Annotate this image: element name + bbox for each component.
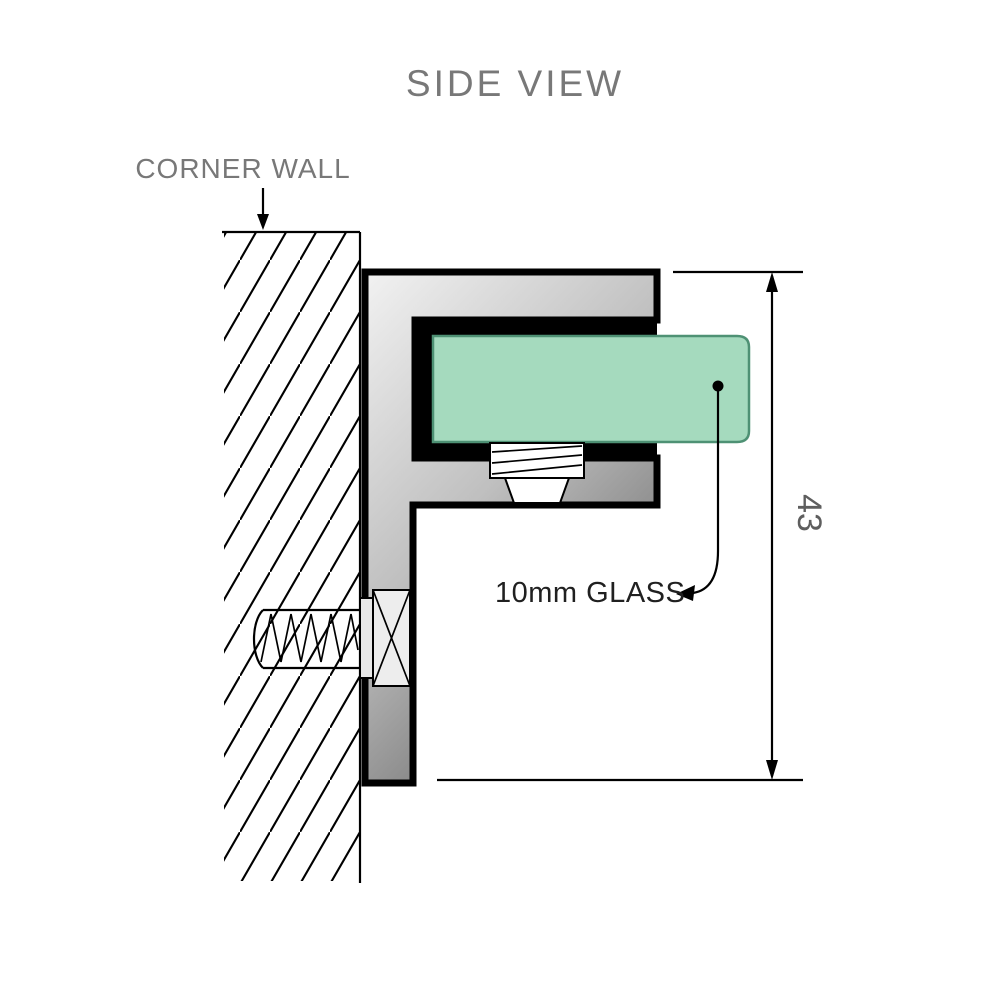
dimension-value: 43 [790,494,828,532]
screw-washer [359,597,374,679]
dimension-arrow-down [766,760,778,780]
glass-panel [431,334,751,444]
dimension-43: 43 [437,270,828,782]
screw-thread-zigzag [260,613,359,663]
glass-label: 10mm GLASS [495,577,685,609]
corner-wall-arrowhead [257,214,269,230]
wall [222,230,362,883]
glass-leader-arrowhead [676,585,695,601]
dimension-arrow-up [766,272,778,292]
grub-screw-cone [503,477,571,504]
screw-tip [253,609,264,669]
corner-wall-arrow [257,188,269,230]
screw-head-cross [372,589,411,687]
grub-screw [489,442,585,504]
glass-gasket [415,320,657,458]
diagram-title: SIDE VIEW [406,63,624,104]
corner-wall-label: CORNER WALL [135,153,350,184]
wall-screw [253,589,411,687]
wall-hatching [224,233,359,881]
grub-screw-threads [491,445,583,475]
glass-leader [676,380,724,601]
glass-leader-line [692,386,720,595]
